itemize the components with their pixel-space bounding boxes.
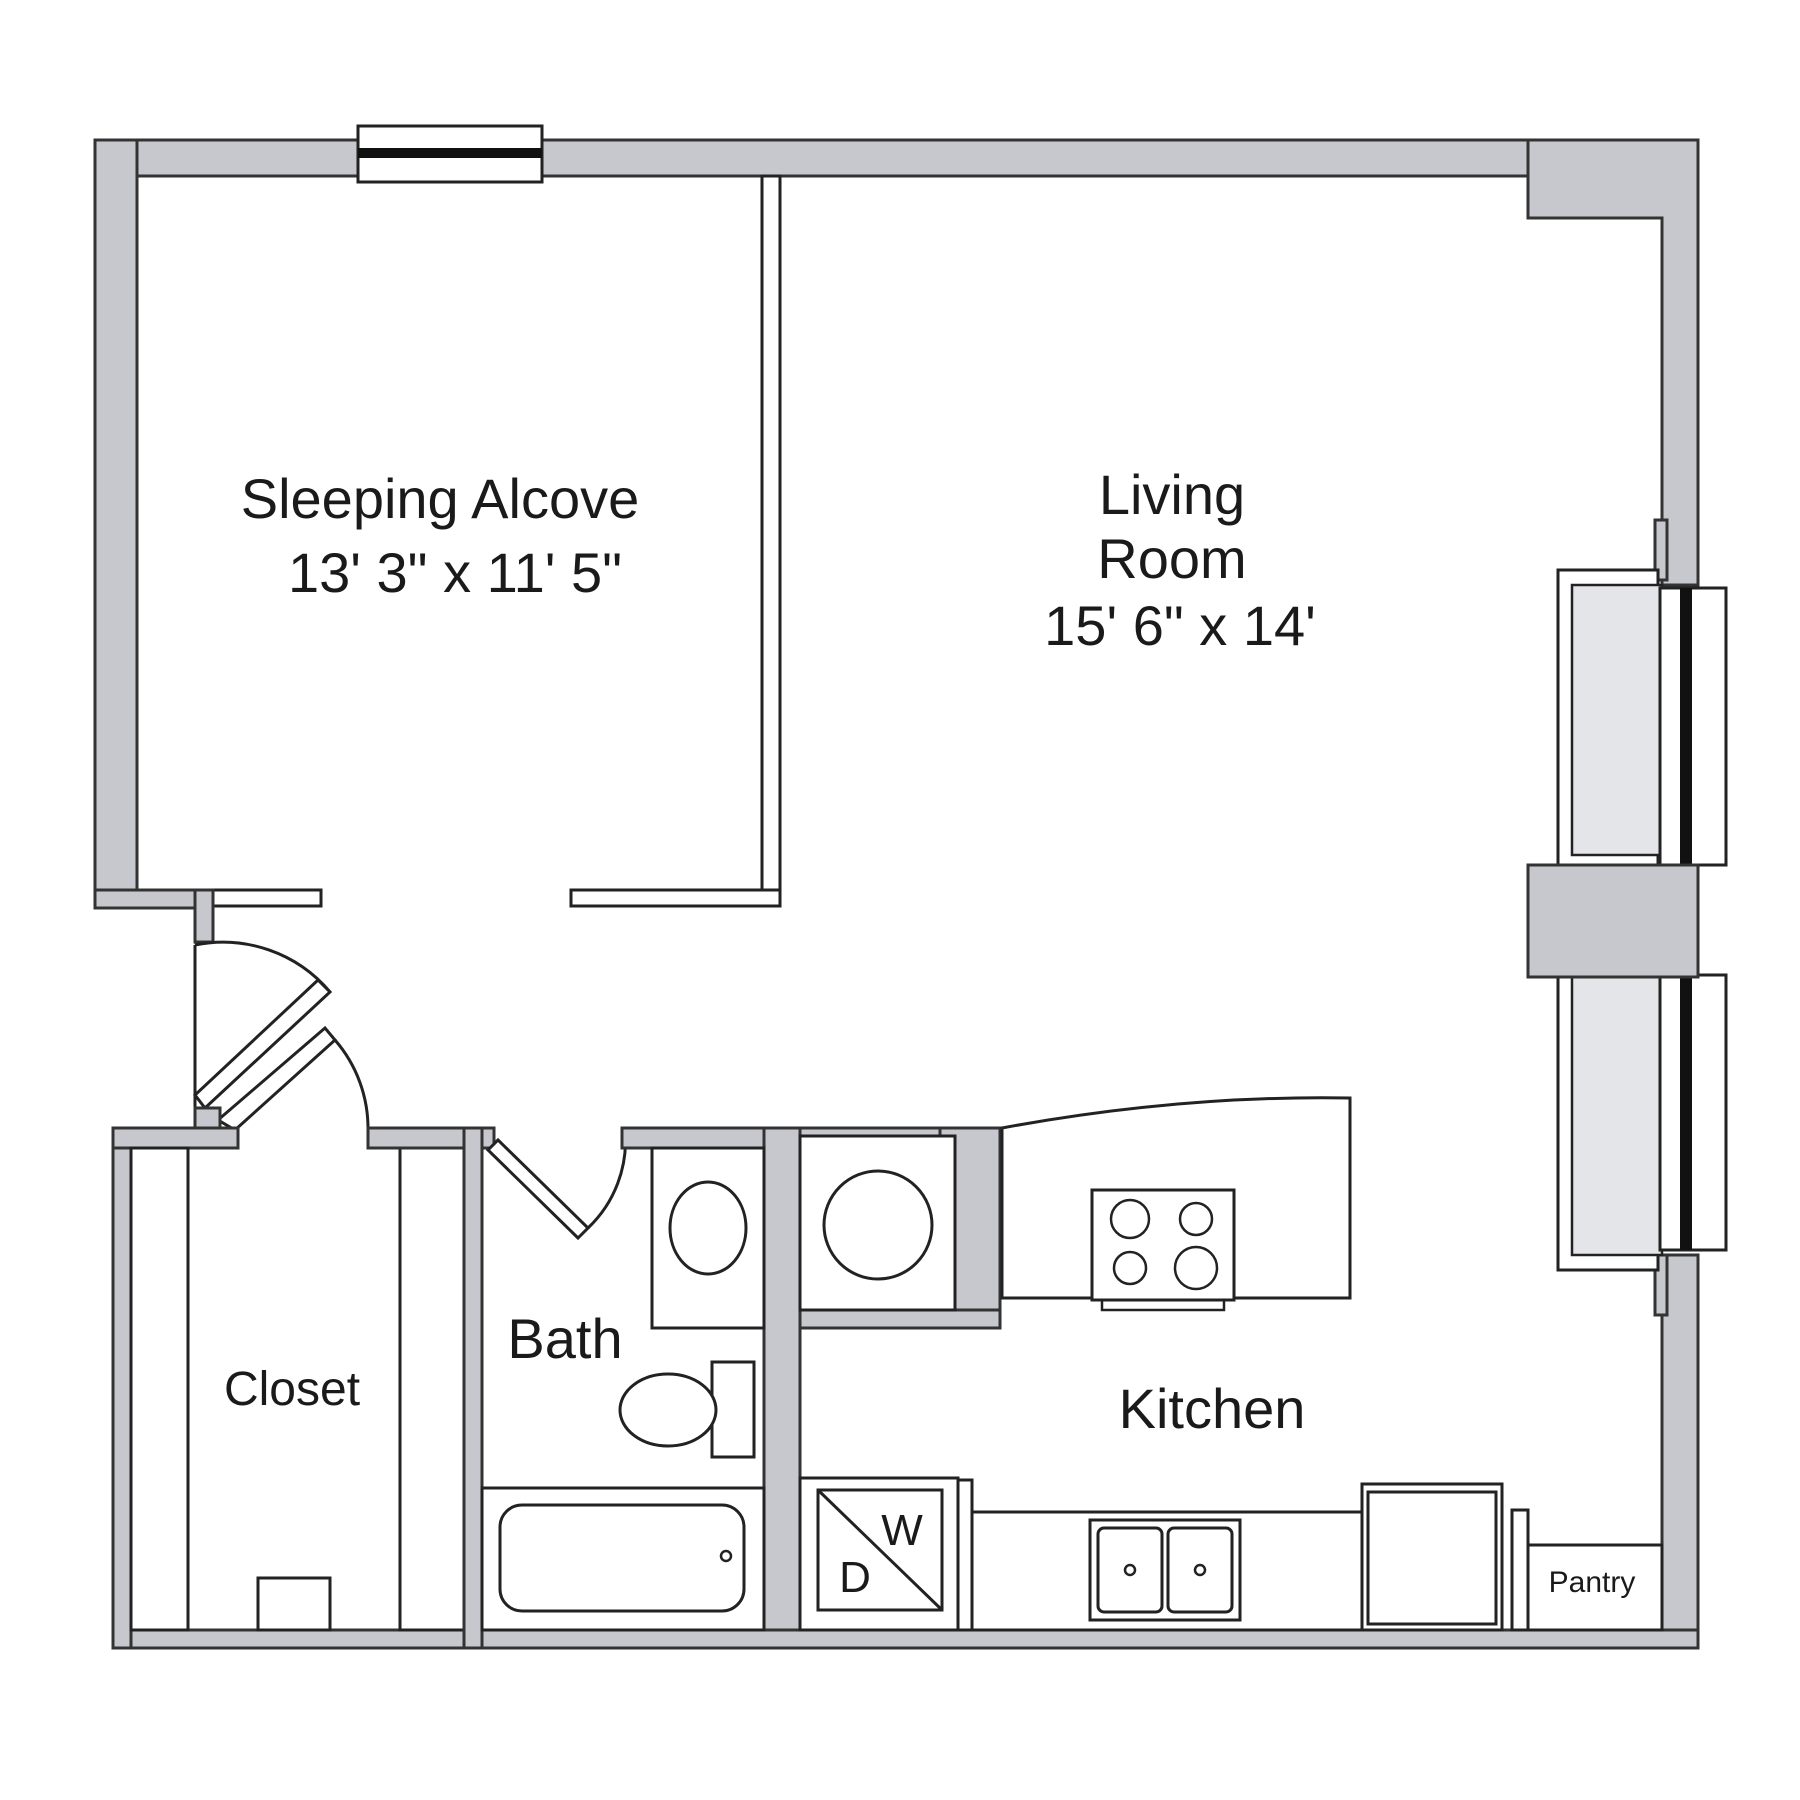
window-right-lower — [1556, 958, 1728, 1272]
pantry-name: Pantry — [1549, 1566, 1636, 1599]
sink-bath — [668, 1180, 748, 1276]
entry-doors — [111, 940, 370, 1150]
toilet — [618, 1372, 718, 1448]
kitchen — [798, 1096, 1664, 1632]
closet — [129, 1126, 496, 1650]
closet-name: Closet — [224, 1363, 360, 1416]
alcove-partition — [93, 174, 782, 944]
living-room-name-line2: Room — [1097, 527, 1246, 590]
window-top — [356, 124, 544, 184]
room-labels: Sleeping Alcove 13' 3" x 11' 5" Living R… — [224, 463, 1635, 1602]
dishwasher-letter-w: W — [881, 1506, 923, 1555]
living-room-name-line1: Living — [1099, 463, 1245, 526]
bath-name: Bath — [507, 1307, 622, 1370]
window-pier — [1526, 863, 1700, 979]
outer-walls — [93, 138, 1700, 1650]
washer — [822, 1169, 934, 1281]
window-right-upper — [1556, 568, 1728, 867]
kitchen-name: Kitchen — [1119, 1377, 1306, 1440]
sleeping-alcove-name: Sleeping Alcove — [241, 467, 640, 530]
sleeping-alcove-dims: 13' 3" x 11' 5" — [288, 541, 622, 604]
bath — [480, 1126, 802, 1632]
living-room-dims: 15' 6" x 14' — [1044, 594, 1316, 657]
dishwasher-letter-d: D — [839, 1553, 871, 1602]
